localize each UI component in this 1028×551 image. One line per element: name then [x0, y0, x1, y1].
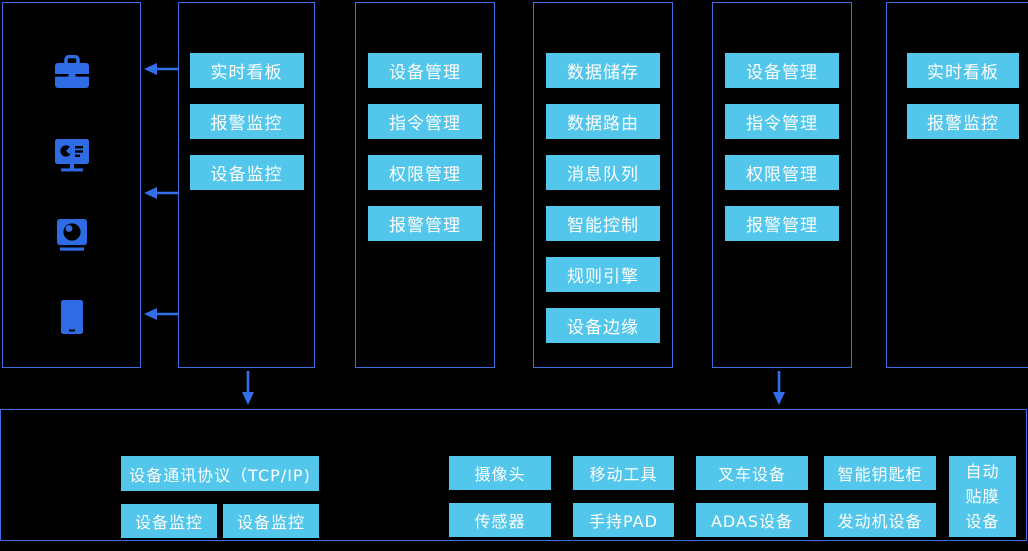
- management-column-right: 设备管理 指令管理 权限管理 报警管理: [712, 2, 852, 368]
- arrow-left-icon: [144, 185, 178, 204]
- button-camera-device[interactable]: 摄像头: [449, 456, 551, 490]
- button-realtime-dashboard[interactable]: 实时看板: [907, 53, 1019, 88]
- button-command-management[interactable]: 指令管理: [368, 104, 482, 139]
- device-icon-panel: [2, 2, 141, 368]
- dashboard-column: 实时看板 报警监控: [886, 2, 1028, 368]
- arrow-down-icon: [241, 371, 255, 409]
- button-device-protocol-tcpip[interactable]: 设备通讯协议（TCP/IP): [121, 456, 319, 491]
- button-alarm-monitor[interactable]: 报警监控: [907, 104, 1019, 139]
- button-data-storage[interactable]: 数据储存: [546, 53, 660, 88]
- button-device-monitor[interactable]: 设备监控: [189, 155, 304, 190]
- button-forklift-device[interactable]: 叉车设备: [696, 456, 808, 490]
- button-permission-management[interactable]: 权限管理: [368, 155, 482, 190]
- platform-column: 数据储存 数据路由 消息队列 智能控制 规则引擎 设备边缘: [533, 2, 673, 368]
- arrow-left-icon: [144, 61, 178, 80]
- button-device-edge[interactable]: 设备边缘: [546, 308, 660, 343]
- button-message-queue[interactable]: 消息队列: [546, 155, 660, 190]
- button-adas-device[interactable]: ADAS设备: [696, 503, 808, 537]
- button-alarm-monitor[interactable]: 报警监控: [189, 104, 304, 139]
- device-access-panel: 设备通讯协议（TCP/IP) 设备监控 设备监控 摄像头 移动工具 叉车设备 智…: [0, 409, 1027, 541]
- button-alarm-management[interactable]: 报警管理: [725, 206, 839, 241]
- button-device-monitor[interactable]: 设备监控: [121, 504, 217, 538]
- button-mobile-tool[interactable]: 移动工具: [573, 456, 674, 490]
- management-column-left: 设备管理 指令管理 权限管理 报警管理: [355, 2, 495, 368]
- button-device-monitor[interactable]: 设备监控: [223, 504, 319, 538]
- button-engine-device[interactable]: 发动机设备: [824, 503, 936, 537]
- arrow-left-icon: [144, 306, 178, 325]
- button-permission-management[interactable]: 权限管理: [725, 155, 839, 190]
- briefcase-icon: [53, 54, 91, 95]
- button-alarm-management[interactable]: 报警管理: [368, 206, 482, 241]
- button-device-management[interactable]: 设备管理: [368, 53, 482, 88]
- camera-icon: [53, 217, 91, 258]
- button-smart-control[interactable]: 智能控制: [546, 206, 660, 241]
- button-auto-film-device[interactable]: 自动贴膜设备: [949, 456, 1016, 537]
- button-rule-engine[interactable]: 规则引擎: [546, 257, 660, 292]
- phone-icon: [60, 299, 84, 339]
- button-smart-key-cabinet[interactable]: 智能钥匙柜: [824, 456, 936, 490]
- button-handheld-pad[interactable]: 手持PAD: [573, 503, 674, 537]
- button-sensor-device[interactable]: 传感器: [449, 503, 551, 537]
- button-data-routing[interactable]: 数据路由: [546, 104, 660, 139]
- button-command-management[interactable]: 指令管理: [725, 104, 839, 139]
- button-realtime-dashboard[interactable]: 实时看板: [189, 53, 304, 88]
- arrow-down-icon: [772, 371, 786, 409]
- button-device-management[interactable]: 设备管理: [725, 53, 839, 88]
- monitor-column: 实时看板 报警监控 设备监控: [178, 2, 315, 368]
- monitor-chart-icon: [53, 137, 91, 177]
